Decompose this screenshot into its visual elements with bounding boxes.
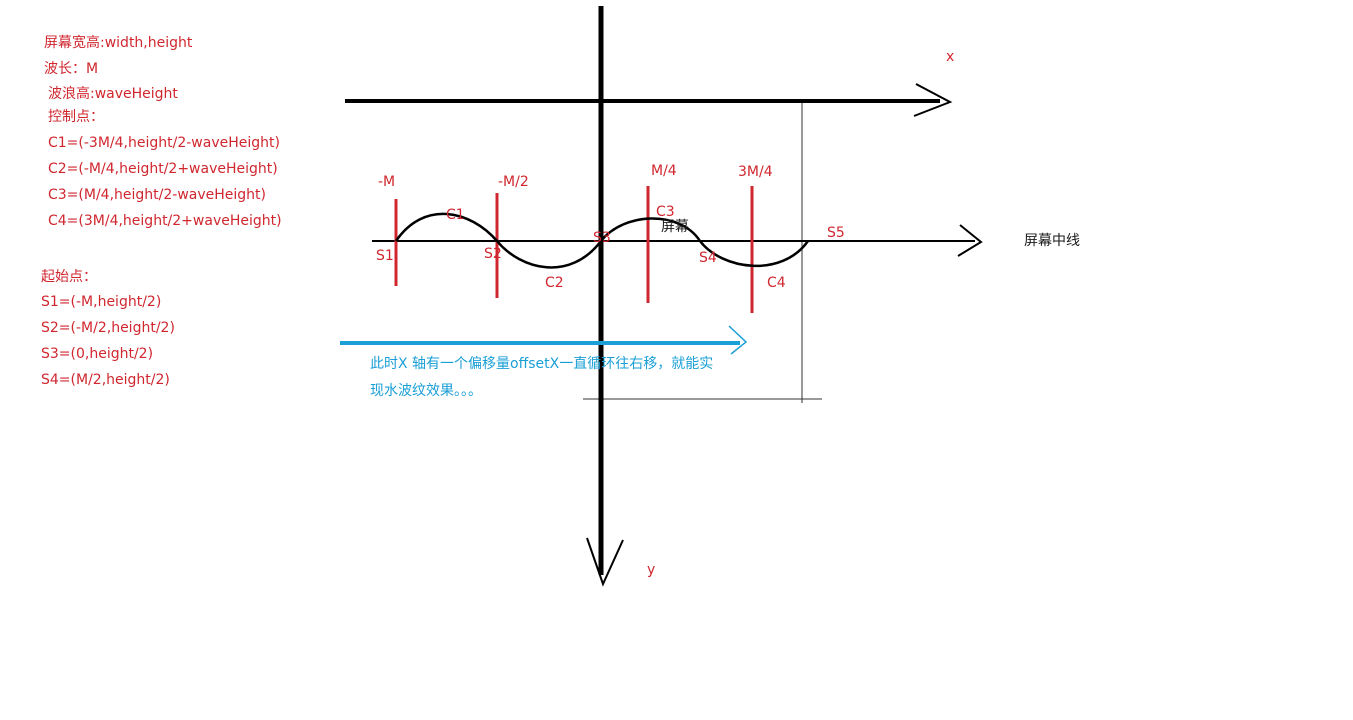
note-control-points-title: 控制点：: [48, 109, 104, 125]
label-s2: S2: [484, 246, 502, 262]
center-line-arrowhead: [957, 224, 983, 257]
note-c2: C2=(-M/4,height/2+waveHeight): [48, 161, 278, 177]
note-s1: S1=(-M,height/2): [41, 294, 162, 310]
label-c4: C4: [767, 275, 786, 291]
note-start-points-title: 起始点：: [41, 269, 97, 285]
x-axis-arrowhead: [913, 83, 953, 117]
offset-note-line2: 现水波纹效果。。。: [370, 383, 482, 399]
label-three-quarter-m: 3M/4: [738, 164, 773, 180]
label-neg-half-m: -M/2: [498, 174, 529, 190]
offset-note-line1: 此时X 轴有一个偏移量offsetX一直循环往右移，就能实: [370, 356, 714, 372]
screen-label: 屏幕: [661, 219, 689, 235]
y-axis-arrowhead: [586, 537, 624, 587]
label-neg-m: -M: [378, 174, 395, 190]
center-line-label: 屏幕中线: [1024, 233, 1080, 249]
label-quarter-m: M/4: [651, 163, 677, 179]
note-c3: C3=(M/4,height/2-waveHeight): [48, 187, 266, 203]
note-s2: S2=(-M/2,height/2): [41, 320, 175, 336]
label-c1: C1: [446, 207, 465, 223]
label-s3: S3: [593, 230, 611, 246]
label-s5: S5: [827, 225, 845, 241]
label-s1: S1: [376, 248, 394, 264]
offset-arrow-head: [728, 325, 748, 355]
y-axis-label: y: [647, 562, 655, 578]
note-wavelength: 波长：M: [44, 61, 99, 77]
note-wave-height: 波浪高:waveHeight: [48, 86, 178, 102]
note-screen-size: 屏幕宽高:width,height: [44, 35, 193, 51]
note-s3: S3=(0,height/2): [41, 346, 154, 362]
note-c1: C1=(-3M/4,height/2-waveHeight): [48, 135, 280, 151]
label-c2: C2: [545, 275, 564, 291]
x-axis-label: x: [946, 49, 954, 65]
note-c4: C4=(3M/4,height/2+waveHeight): [48, 213, 282, 229]
note-s4: S4=(M/2,height/2): [41, 372, 170, 388]
wave-curve: [394, 212, 810, 269]
label-s4: S4: [699, 250, 717, 266]
label-c3: C3: [656, 204, 675, 220]
